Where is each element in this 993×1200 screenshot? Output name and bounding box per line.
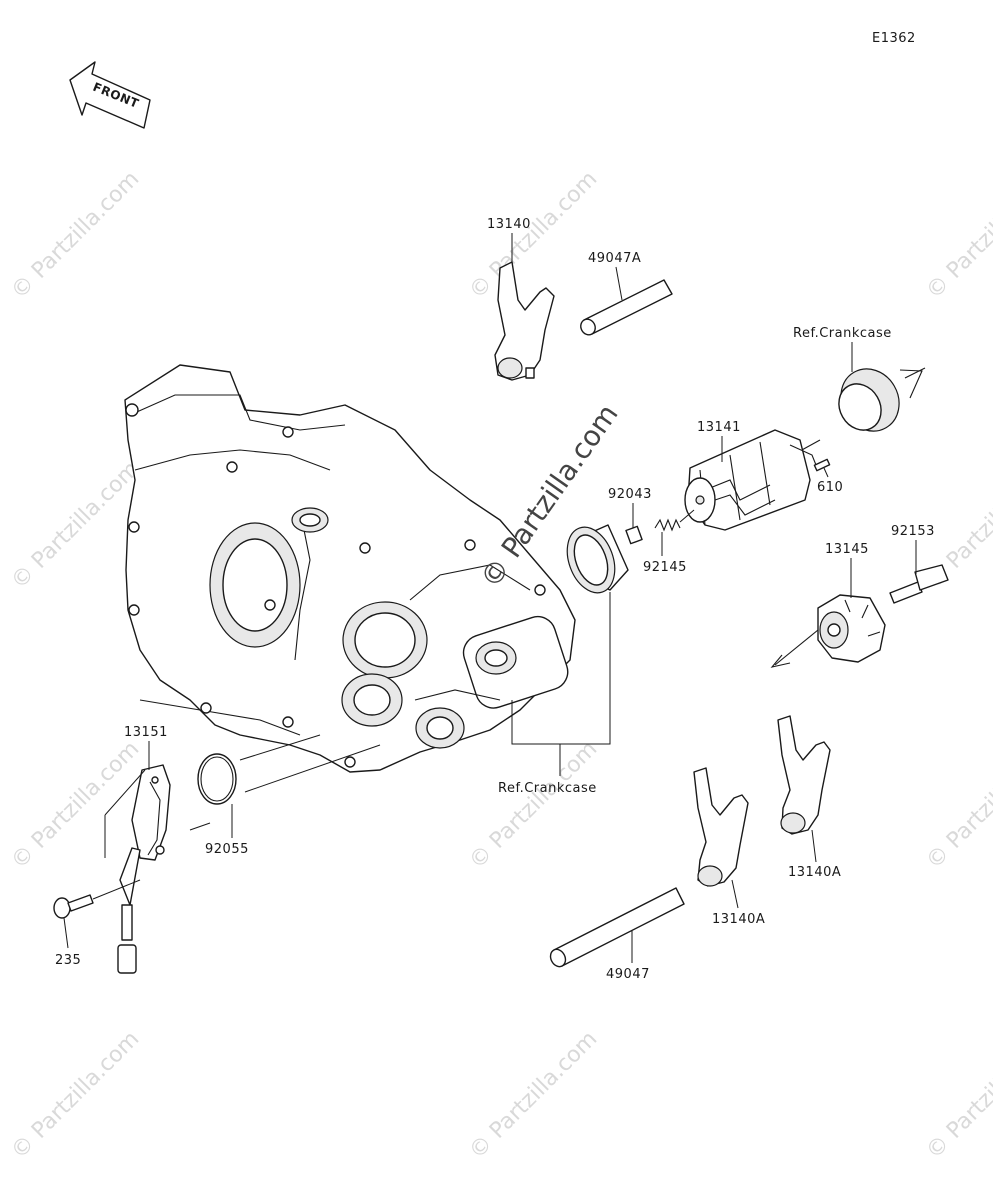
label-13140A-right: 13140A xyxy=(788,865,841,880)
label-610: 610 xyxy=(817,480,843,495)
watermark: © Partzilla.com xyxy=(7,457,145,595)
watermark: © Partzilla.com xyxy=(465,737,603,875)
label-13151: 13151 xyxy=(124,725,168,740)
watermark: © Partzilla.com xyxy=(7,167,145,305)
shift-fork-13140A-left xyxy=(693,767,749,887)
label-235: 235 xyxy=(55,953,81,968)
watermark: © Partzilla.com xyxy=(922,167,993,305)
label-49047: 49047 xyxy=(606,967,650,982)
label-13141: 13141 xyxy=(697,420,741,435)
watermark: © Partzilla.com xyxy=(7,737,145,875)
shift-fork-13140A-right xyxy=(777,715,831,835)
label-92145: 92145 xyxy=(643,560,687,575)
pin-92043 xyxy=(625,525,643,545)
label-ref-crankcase-bottom: Ref.Crankcase xyxy=(498,781,597,796)
diagram-code: E1362 xyxy=(872,31,916,46)
front-arrow-icon: FRONT xyxy=(69,61,151,129)
crankcase-drawing xyxy=(124,364,576,773)
bolt-92153 xyxy=(889,564,949,604)
label-ref-crankcase-top: Ref.Crankcase xyxy=(793,326,892,341)
watermark: © Partzilla.com xyxy=(922,737,993,875)
label-92055: 92055 xyxy=(205,842,249,857)
shift-drum-13141 xyxy=(684,429,819,531)
label-13140: 13140 xyxy=(487,217,531,232)
bolt-235 xyxy=(53,879,141,919)
o-ring-92055 xyxy=(197,734,381,805)
cam-13145 xyxy=(770,594,886,668)
bearing-ring xyxy=(566,524,629,594)
watermark: © Partzilla.com xyxy=(465,167,603,305)
shaft-49047A xyxy=(580,279,673,336)
watermark: © Partzilla.com xyxy=(465,1027,603,1165)
label-13145: 13145 xyxy=(825,542,869,557)
sensor-13151 xyxy=(117,764,211,974)
watermark: © Partzilla.com xyxy=(7,1027,145,1165)
bearing-ref-crankcase xyxy=(779,367,926,463)
label-49047A: 49047A xyxy=(588,251,641,266)
watermark: © Partzilla.com xyxy=(922,1027,993,1165)
shaft-49047 xyxy=(549,887,685,968)
shift-fork-13140 xyxy=(494,261,555,381)
label-92153: 92153 xyxy=(891,524,935,539)
label-92043: 92043 xyxy=(608,487,652,502)
ref-crankcase-bracket xyxy=(511,592,611,745)
label-13140A-left: 13140A xyxy=(712,912,765,927)
spring-92145 xyxy=(654,509,695,532)
pin-610 xyxy=(813,458,831,472)
